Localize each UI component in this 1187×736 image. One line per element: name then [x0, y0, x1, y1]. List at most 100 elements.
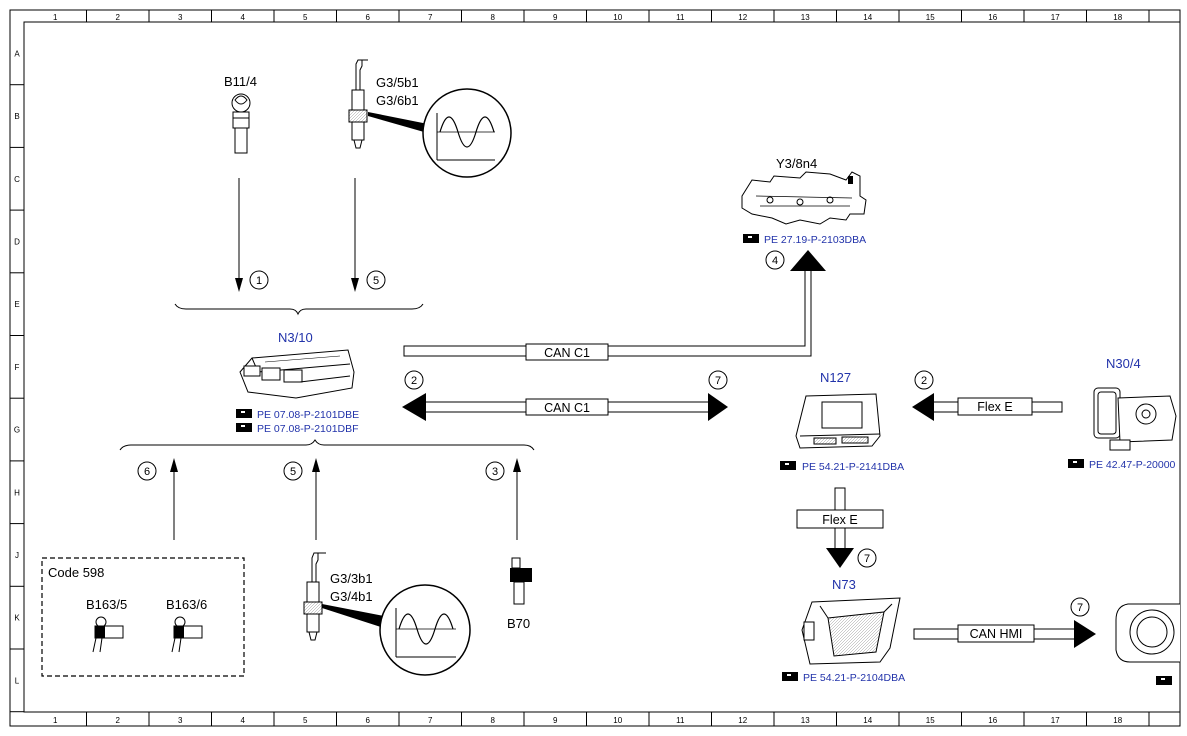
- grid-col-label-bottom-7: 7: [428, 716, 433, 725]
- bus-can-c1-bottom: [402, 393, 728, 421]
- grid-col-label-bottom-5: 5: [303, 716, 308, 725]
- ref-n30-4[interactable]: PE 42.47-P-20000: [1089, 459, 1176, 471]
- grid-col-label-top-5: 5: [303, 13, 308, 22]
- grid-col-label-top-4: 4: [241, 13, 246, 22]
- signal-badge-6: 6: [137, 461, 157, 481]
- bus-label-can-c1-top: CAN C1: [544, 346, 590, 360]
- ref-icon-n73: [782, 672, 798, 681]
- grid-col-label-top-6: 6: [366, 13, 371, 22]
- label-n30-4: N30/4: [1106, 356, 1141, 371]
- ref-y3-8n4[interactable]: PE 27.19-P-2103DBA: [764, 234, 866, 246]
- valve-body-y3-8n4: [741, 171, 867, 225]
- grid-col-label-top-11: 11: [676, 13, 685, 22]
- svg-text:2: 2: [921, 375, 927, 387]
- oxygen-sensor-bottom: [303, 552, 384, 641]
- grid-col-label-bottom-17: 17: [1051, 716, 1060, 725]
- ref-icon-n127: [780, 461, 796, 470]
- powertrain-module-n127: [795, 393, 881, 449]
- grid-row-label-J: J: [15, 551, 19, 560]
- ref-n73[interactable]: PE 54.21-P-2104DBA: [803, 672, 905, 684]
- signal-badge-5-top: 5: [366, 270, 386, 290]
- label-n73: N73: [832, 577, 856, 592]
- grid-col-label-bottom-10: 10: [613, 716, 622, 725]
- grid-col-label-bottom-18: 18: [1113, 716, 1122, 725]
- engine-control-unit-n3-10: [239, 349, 355, 399]
- signal-badge-4: 4: [765, 250, 785, 270]
- ref-icon-n30-4: [1068, 459, 1084, 468]
- grid-col-label-bottom-3: 3: [178, 716, 183, 725]
- grid-col-label-top-18: 18: [1113, 13, 1122, 22]
- grid-col-label-top-17: 17: [1051, 13, 1060, 22]
- grid-col-label-bottom-13: 13: [801, 716, 810, 725]
- brace-bottom: [119, 439, 535, 451]
- temperature-sensor-b11-4: [231, 93, 251, 154]
- signal-badge-2-left: 2: [404, 370, 424, 390]
- grid-row-label-C: C: [14, 175, 20, 184]
- label-n3-10: N3/10: [278, 330, 313, 345]
- svg-text:7: 7: [715, 375, 721, 387]
- grid-col-label-top-1: 1: [53, 13, 58, 22]
- svg-text:5: 5: [290, 466, 296, 478]
- svg-text:3: 3: [492, 466, 498, 478]
- grid-col-label-top-8: 8: [491, 13, 496, 22]
- svg-text:2: 2: [411, 375, 417, 387]
- signal-badge-1: 1: [249, 270, 269, 290]
- crankshaft-sensor-b70: [510, 557, 532, 605]
- grid-col-label-bottom-4: 4: [241, 716, 246, 725]
- arrow-signal-3: [513, 458, 521, 540]
- svg-text:1: 1: [256, 275, 262, 287]
- signal-badge-2-right: 2: [914, 370, 934, 390]
- bus-can-c1-top: [403, 250, 826, 361]
- grid-col-label-top-9: 9: [553, 13, 558, 22]
- arrow-signal-1: [235, 178, 243, 292]
- brace-top: [174, 303, 424, 316]
- grid-col-label-bottom-11: 11: [676, 716, 685, 725]
- oxygen-sensor-top: [348, 59, 438, 149]
- svg-text:7: 7: [864, 553, 870, 565]
- label-n127: N127: [820, 370, 851, 385]
- ignition-switch-n73: [801, 597, 901, 665]
- grid-col-label-top-13: 13: [801, 13, 810, 22]
- ref-n3-10-b[interactable]: PE 07.08-P-2101DBF: [257, 423, 359, 435]
- label-code-598: Code 598: [48, 565, 104, 580]
- grid-col-label-bottom-15: 15: [926, 716, 935, 725]
- grid-row-label-A: A: [14, 49, 20, 58]
- grid-col-label-top-7: 7: [428, 13, 433, 22]
- ref-icon-y3-8n4: [743, 234, 759, 243]
- bus-label-can-hmi: CAN HMI: [970, 627, 1023, 641]
- svg-text:7: 7: [1077, 602, 1083, 614]
- label-g3-5b1: G3/5b1: [376, 75, 419, 90]
- grid-col-label-bottom-2: 2: [116, 716, 121, 725]
- bus-label-can-c1-bottom: CAN C1: [544, 401, 590, 415]
- sine-wave-icon-top: [422, 88, 512, 178]
- signal-badge-7-mid: 7: [708, 370, 728, 390]
- grid-row-label-G: G: [14, 426, 20, 435]
- grid-col-label-bottom-9: 9: [553, 716, 558, 725]
- ref-n3-10-a[interactable]: PE 07.08-P-2101DBE: [257, 409, 359, 421]
- ref-icon-n3-10-b: [236, 423, 252, 432]
- esp-control-unit-n30-4: [1093, 387, 1177, 451]
- grid-row-label-B: B: [14, 112, 19, 121]
- sine-wave-icon-bottom: [379, 584, 471, 676]
- label-b11-4: B11/4: [224, 74, 257, 89]
- bus-label-flex-e-horizontal: Flex E: [977, 400, 1012, 414]
- grid-col-label-bottom-14: 14: [863, 716, 872, 725]
- grid-column-labels: 1122334455667788991010111112121313141415…: [53, 10, 1150, 726]
- grid-col-label-top-16: 16: [988, 13, 997, 22]
- sensor-icon-b163-5: [92, 616, 124, 653]
- grid-col-label-top-12: 12: [738, 13, 747, 22]
- bus-can-hmi: [913, 620, 1096, 648]
- grid-row-label-D: D: [14, 237, 20, 246]
- signal-badge-3: 3: [485, 461, 505, 481]
- arrow-signal-5-top: [351, 178, 359, 292]
- bus-label-flex-e-vertical: Flex E: [822, 513, 857, 527]
- grid-row-label-H: H: [14, 488, 20, 497]
- grid-col-label-bottom-6: 6: [366, 716, 371, 725]
- grid-col-label-bottom-16: 16: [988, 716, 997, 725]
- grid-col-label-bottom-12: 12: [738, 716, 747, 725]
- signal-badge-7-hmi: 7: [1070, 597, 1090, 617]
- label-g3-3b1: G3/3b1: [330, 571, 373, 586]
- grid-col-label-bottom-1: 1: [53, 716, 58, 725]
- ref-n127[interactable]: PE 54.21-P-2141DBA: [802, 461, 904, 473]
